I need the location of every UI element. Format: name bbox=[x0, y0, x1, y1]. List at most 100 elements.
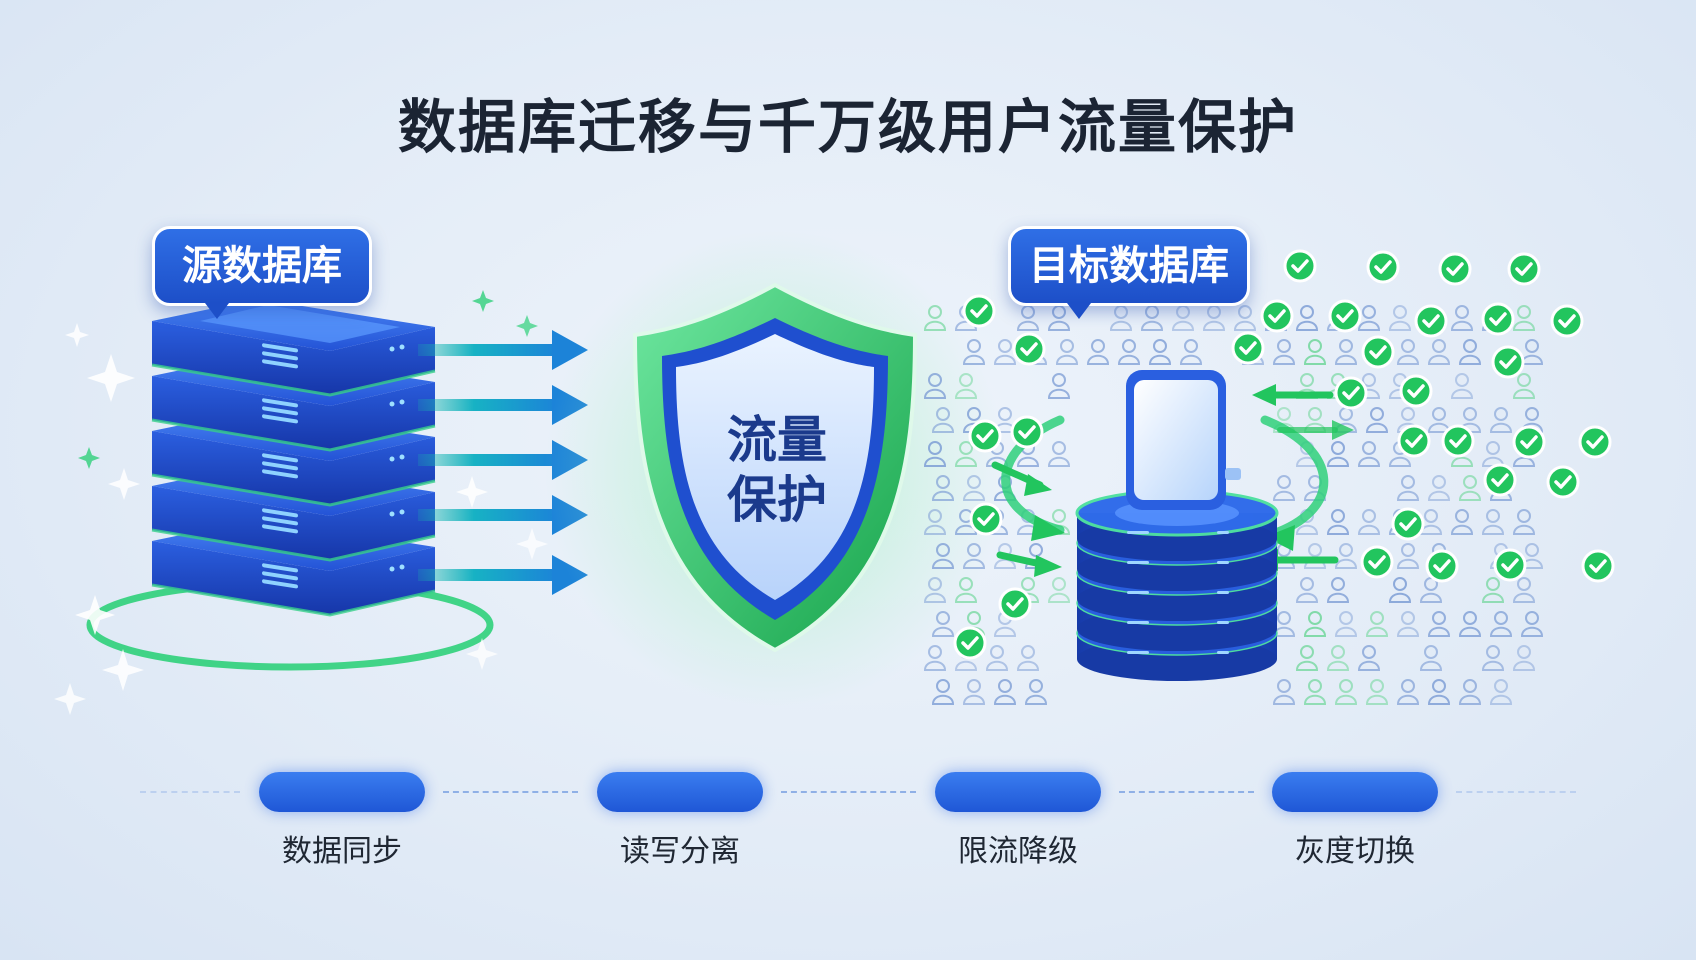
check-icon bbox=[1438, 252, 1472, 286]
shield-text-bottom: 保护 bbox=[727, 471, 827, 529]
check-icon bbox=[1546, 465, 1580, 499]
user-icon bbox=[1458, 679, 1482, 705]
user-icon bbox=[1295, 305, 1319, 331]
user-icon bbox=[1481, 645, 1505, 671]
user-icon bbox=[1388, 305, 1412, 331]
step-pill-data-sync bbox=[259, 772, 425, 812]
user-icon bbox=[1512, 509, 1536, 535]
user-icon bbox=[1233, 305, 1257, 331]
user-icon bbox=[1272, 339, 1296, 365]
user-icon bbox=[1326, 509, 1350, 535]
user-icon bbox=[954, 441, 978, 467]
user-icon bbox=[1334, 543, 1358, 569]
check-icon bbox=[953, 626, 987, 660]
check-icon bbox=[1391, 507, 1425, 541]
user-icon bbox=[1047, 441, 1071, 467]
user-icon bbox=[931, 679, 955, 705]
user-icon bbox=[1450, 373, 1474, 399]
step-label-data-sync: 数据同步 bbox=[282, 834, 402, 869]
user-icon bbox=[1520, 611, 1544, 637]
check-icon bbox=[1493, 548, 1527, 582]
user-icon bbox=[1272, 679, 1296, 705]
user-icon bbox=[993, 679, 1017, 705]
user-icon bbox=[1489, 407, 1513, 433]
check-icon bbox=[1578, 425, 1612, 459]
check-icon bbox=[1260, 299, 1294, 333]
check-icon bbox=[1481, 302, 1515, 336]
user-icon bbox=[1489, 611, 1513, 637]
user-icon bbox=[962, 475, 986, 501]
target-database-icon bbox=[991, 370, 1354, 681]
user-icon bbox=[1481, 509, 1505, 535]
user-icon bbox=[1450, 509, 1474, 535]
check-icon bbox=[1441, 424, 1475, 458]
user-icon bbox=[1481, 441, 1505, 467]
source-database-label: 源数据库 bbox=[152, 226, 372, 319]
user-icon bbox=[1326, 577, 1350, 603]
user-icon bbox=[1303, 339, 1327, 365]
user-icon bbox=[1334, 679, 1358, 705]
check-icon bbox=[962, 294, 996, 328]
user-icon bbox=[1396, 679, 1420, 705]
user-icon bbox=[1520, 339, 1544, 365]
user-icon bbox=[1295, 577, 1319, 603]
step-connector bbox=[1119, 791, 1254, 793]
user-icon bbox=[1303, 543, 1327, 569]
check-icon bbox=[1581, 549, 1615, 583]
check-icon bbox=[1550, 304, 1584, 338]
user-icon bbox=[1140, 305, 1164, 331]
user-icon bbox=[1357, 441, 1381, 467]
check-icon bbox=[1483, 463, 1517, 497]
check-icon bbox=[1366, 250, 1400, 284]
user-icon bbox=[1016, 645, 1040, 671]
user-icon bbox=[1086, 339, 1110, 365]
user-icon bbox=[962, 339, 986, 365]
step-pill-rate-limit bbox=[935, 772, 1101, 812]
user-icon bbox=[1427, 611, 1451, 637]
check-icon bbox=[1283, 249, 1317, 283]
user-icon bbox=[1512, 305, 1536, 331]
check-icon bbox=[1360, 545, 1394, 579]
user-icon bbox=[931, 407, 955, 433]
step-connector bbox=[140, 791, 240, 793]
check-icon bbox=[998, 587, 1032, 621]
user-icon bbox=[1458, 475, 1482, 501]
user-icon bbox=[931, 543, 955, 569]
user-icon bbox=[1326, 645, 1350, 671]
check-icon bbox=[969, 502, 1003, 536]
shield-icon: 流量 保护 bbox=[545, 230, 1005, 710]
check-icon bbox=[1328, 299, 1362, 333]
user-icon bbox=[1396, 475, 1420, 501]
user-icon bbox=[1365, 611, 1389, 637]
step-label-gray-switch: 灰度切换 bbox=[1295, 834, 1415, 869]
user-icon bbox=[1303, 679, 1327, 705]
user-icon bbox=[1512, 373, 1536, 399]
user-icon bbox=[1016, 305, 1040, 331]
user-icon bbox=[1303, 611, 1327, 637]
user-icon bbox=[923, 577, 947, 603]
user-icon bbox=[1365, 679, 1389, 705]
step-connector bbox=[1456, 791, 1576, 793]
user-icon bbox=[1326, 441, 1350, 467]
check-icon bbox=[1425, 549, 1459, 583]
user-icon bbox=[1427, 475, 1451, 501]
user-icon bbox=[1109, 305, 1133, 331]
user-icon bbox=[1396, 611, 1420, 637]
user-icon bbox=[1148, 339, 1172, 365]
step-connector bbox=[443, 791, 578, 793]
check-icon bbox=[1397, 424, 1431, 458]
user-icon bbox=[931, 475, 955, 501]
user-icon bbox=[1179, 339, 1203, 365]
user-icon bbox=[1171, 305, 1195, 331]
check-icon bbox=[968, 419, 1002, 453]
user-icon bbox=[1489, 679, 1513, 705]
user-icon bbox=[1512, 577, 1536, 603]
user-icon bbox=[1427, 679, 1451, 705]
user-icon bbox=[993, 339, 1017, 365]
check-icon bbox=[1507, 252, 1541, 286]
user-icon bbox=[1055, 339, 1079, 365]
user-icon bbox=[962, 679, 986, 705]
check-icon bbox=[1231, 331, 1265, 365]
user-icon bbox=[1388, 577, 1412, 603]
